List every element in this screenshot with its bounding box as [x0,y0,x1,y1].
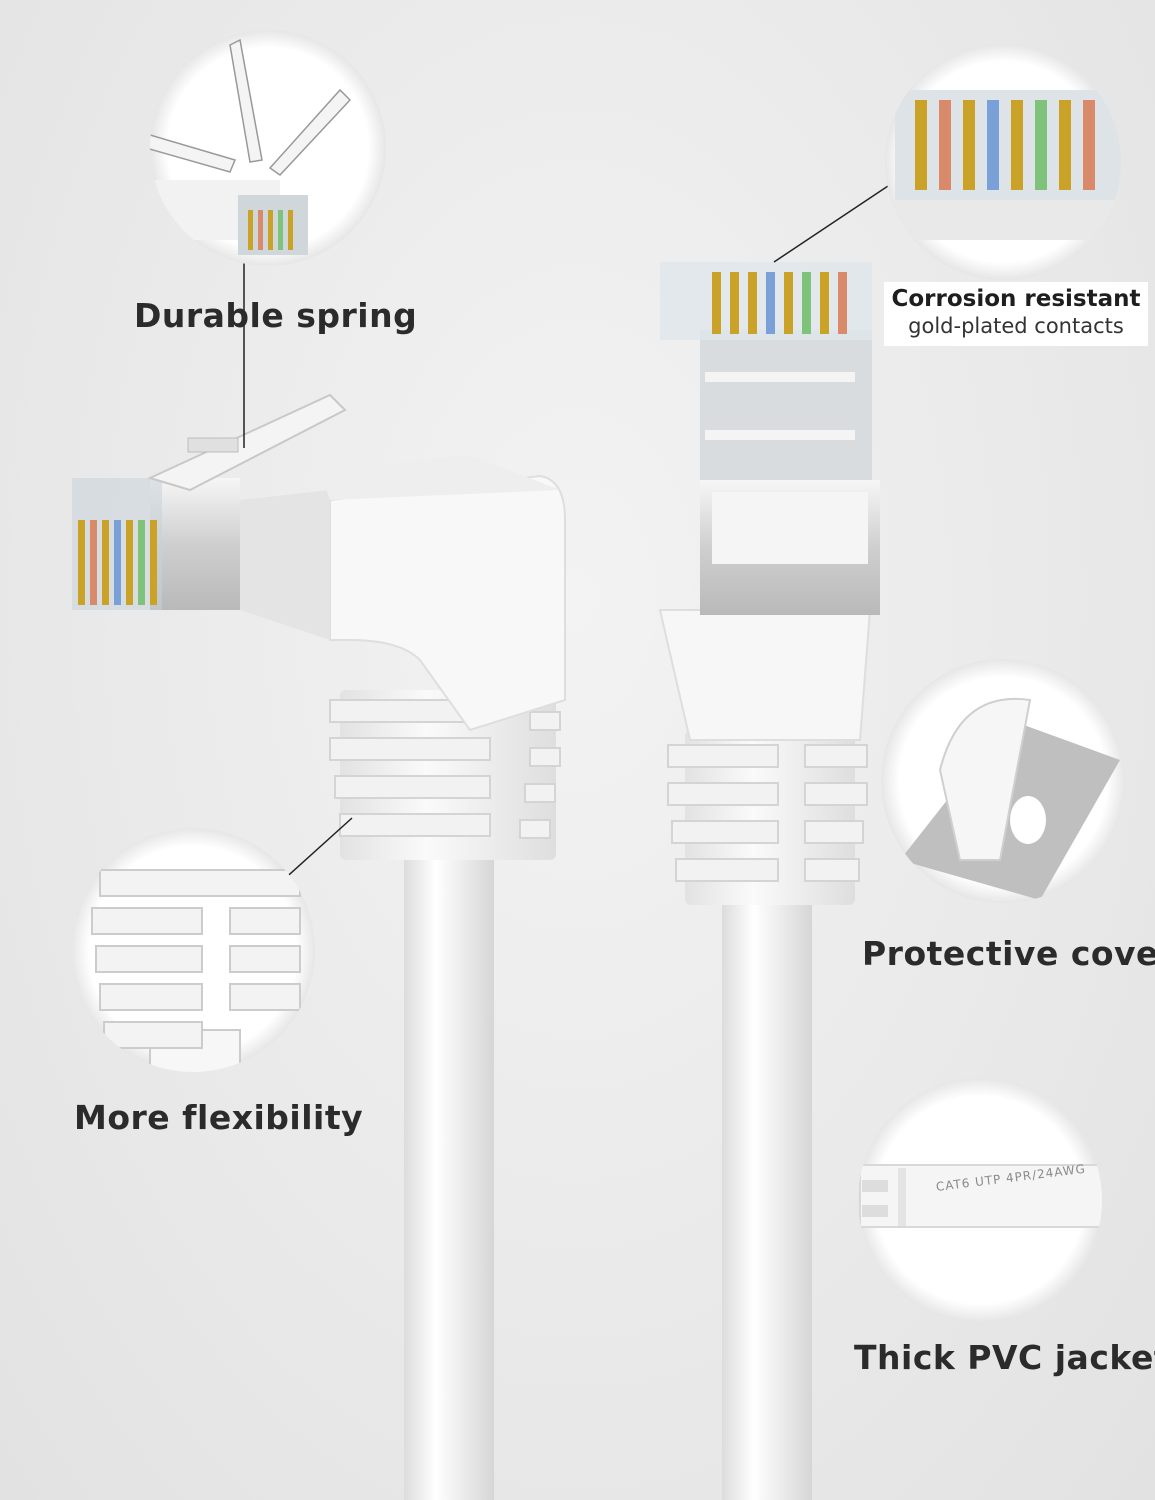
right-cable [658,262,880,1500]
more-flexibility-label: More flexibility [74,1098,364,1137]
corrosion-title: Corrosion resistant [891,286,1141,312]
gold-contacts-inset [885,44,1121,280]
flexibility-inset [71,828,315,1072]
pvc-jacket-inset [858,1078,1102,1322]
left-cable [72,393,566,1500]
durable-spring-inset [150,30,386,266]
protective-cover-inset [881,659,1125,903]
thick-pvc-label: Thick PVC jacket [854,1338,1155,1377]
corrosion-callout: Corrosion resistant gold-plated contacts [884,282,1148,346]
corrosion-subtitle: gold-plated contacts [908,314,1124,338]
protective-cover-label: Protective cover [862,934,1155,973]
durable-spring-label: Durable spring [134,296,418,335]
